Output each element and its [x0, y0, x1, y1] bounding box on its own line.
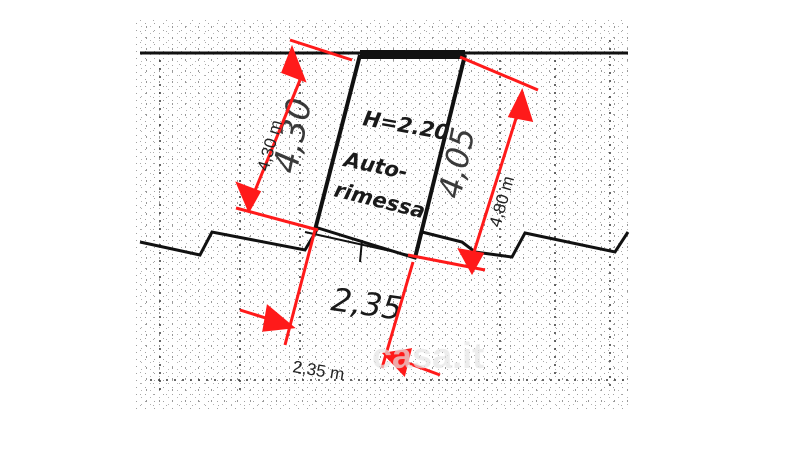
garage-bottom-line: [304, 231, 423, 259]
paper-blank-bottom: [0, 410, 800, 450]
width-arrow-right-icon: [381, 348, 413, 378]
right-arrow-top-icon: [507, 88, 534, 122]
right-arrow-bottom-icon: [457, 247, 485, 276]
scan-noise: [135, 20, 630, 410]
garage-room: [304, 54, 467, 259]
top-wall-thick-segment: [360, 50, 465, 59]
left-arrow-bottom-icon: [235, 181, 262, 214]
left-dimension-line: [250, 79, 302, 199]
watermark: casa.it: [372, 335, 484, 376]
room-center-tick: [359, 239, 363, 263]
right-dimension-line: [472, 111, 520, 253]
width-arrow-left-icon: [262, 304, 296, 332]
garage-right-wall: [413, 54, 467, 259]
width-extension-right: [380, 261, 415, 369]
dimension-annotations: [235, 38, 539, 378]
right-extension-top: [459, 55, 539, 92]
width-arrow-right-shaft: [404, 360, 441, 377]
left-arrow-top-icon: [281, 44, 307, 83]
dotted-guides: [150, 40, 630, 390]
garage-left-wall: [313, 54, 362, 231]
paper-blank-left: [0, 0, 135, 450]
left-extension-top: [289, 38, 353, 62]
paper-blank-right: [630, 0, 800, 450]
